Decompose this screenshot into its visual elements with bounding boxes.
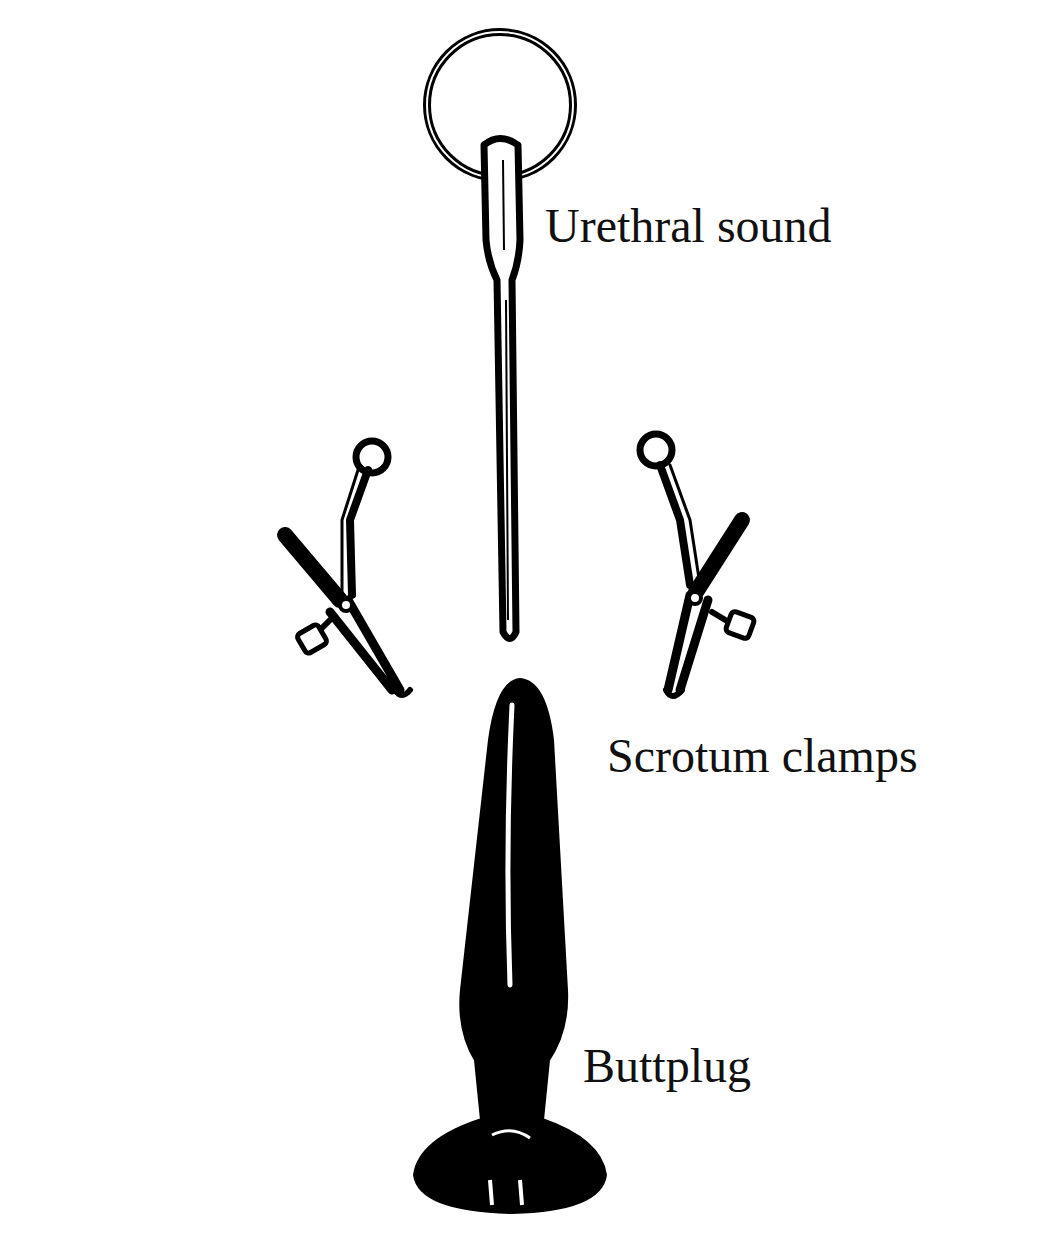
part-label: Scrotum clamps	[607, 730, 918, 783]
right-clamp	[640, 434, 755, 696]
buttplug	[415, 680, 605, 1212]
sound-rod	[484, 139, 520, 639]
left-clamp	[285, 441, 410, 695]
part-label: Buttplug	[583, 1040, 751, 1093]
part-label: Urethral sound	[545, 200, 832, 253]
